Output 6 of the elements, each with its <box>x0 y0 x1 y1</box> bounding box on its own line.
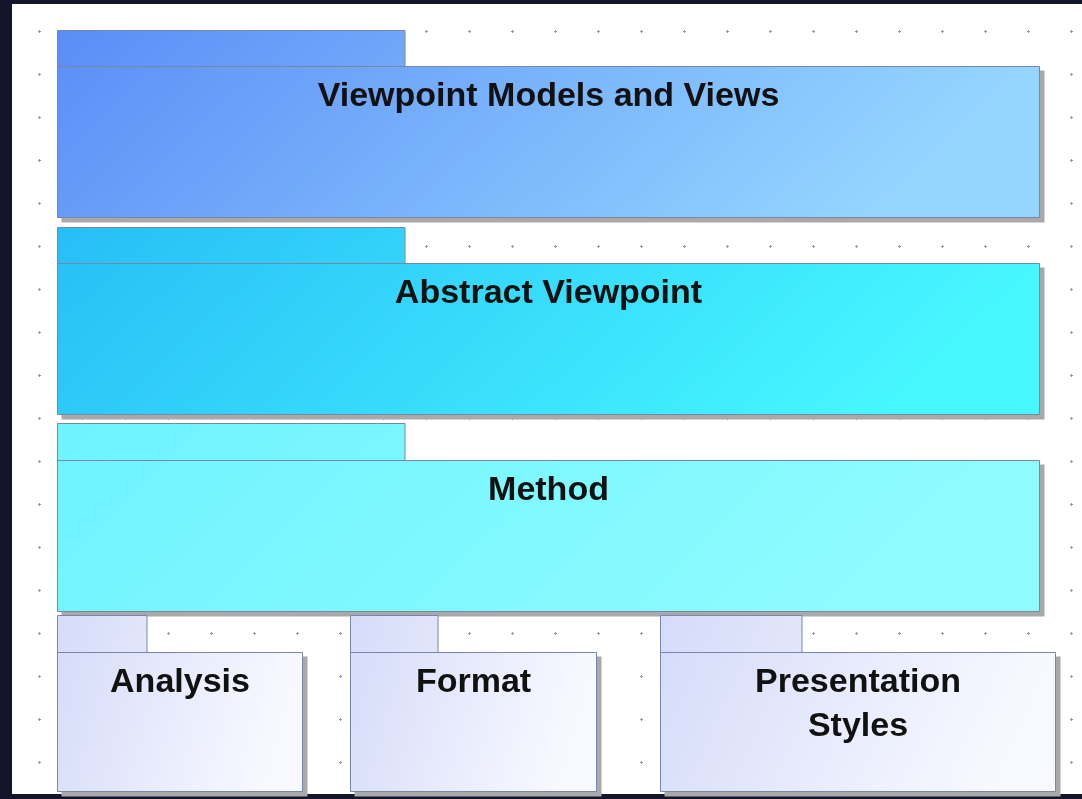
package-title: Method <box>488 468 609 509</box>
package-title: Abstract Viewpoint <box>394 271 703 312</box>
package-title: Format <box>415 660 532 701</box>
package-title: Presentation Styles <box>754 660 962 746</box>
package-title: Viewpoint Models and Views <box>317 74 780 115</box>
package-title: Analysis <box>110 660 250 701</box>
